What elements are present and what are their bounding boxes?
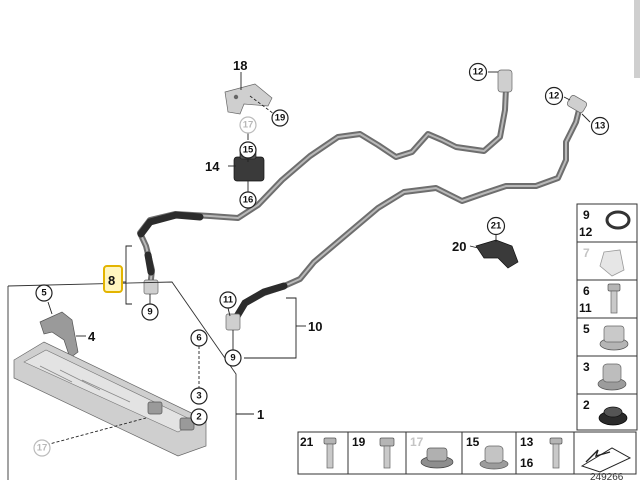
side-table-row5-label1: 3 xyxy=(583,360,590,374)
oil-cooler xyxy=(13,341,207,457)
bushing-icon-15 xyxy=(479,445,509,470)
callout-9-lower: 9 xyxy=(230,353,235,364)
callout-18: 18 xyxy=(233,58,247,73)
doc-number: 249266 xyxy=(590,472,624,480)
callout-12-upper: 12 xyxy=(473,67,484,78)
callout-6: 6 xyxy=(196,333,201,344)
callout-16: 16 xyxy=(243,195,254,206)
o-ring-icon xyxy=(605,210,631,230)
oil-cooler-frame xyxy=(7,281,237,480)
side-table-row2-label1: 7 xyxy=(583,246,590,260)
callout-13: 13 xyxy=(595,121,606,132)
bolt-icon-13 xyxy=(549,437,563,469)
clip-20 xyxy=(475,239,519,269)
bottom-table-cell3-label: 17 xyxy=(410,435,424,449)
bolt-icon xyxy=(607,283,621,314)
callout-8: 8 xyxy=(108,273,115,288)
hose-clamp-icon xyxy=(599,249,625,277)
highlight-box-8 xyxy=(103,265,123,293)
bracket-18 xyxy=(224,83,273,115)
hex-bolt-icon xyxy=(379,437,395,469)
callout-14: 14 xyxy=(205,159,220,174)
callout-5: 5 xyxy=(41,288,47,299)
callout-17-lower: 17 xyxy=(37,443,48,454)
callout-11: 11 xyxy=(223,295,234,306)
bottom-table-cell4-label: 15 xyxy=(466,435,480,449)
callout-2: 2 xyxy=(196,412,201,423)
callout-20: 20 xyxy=(452,239,466,254)
callout-12-right: 12 xyxy=(549,91,560,102)
side-parts-table: 9 12 7 6 11 5 3 2 xyxy=(576,203,638,431)
callout-19: 19 xyxy=(275,113,286,124)
flange-nut-icon xyxy=(420,447,454,469)
callout-1: 1 xyxy=(257,407,264,422)
side-table-row1-label2: 12 xyxy=(579,225,593,239)
leader-lines xyxy=(47,71,591,415)
callout-3: 3 xyxy=(196,391,201,402)
callout-4: 4 xyxy=(88,329,96,344)
bottom-table-cell1-label: 21 xyxy=(300,435,314,449)
bottom-parts-table: 21 19 17 15 13 16 xyxy=(297,431,637,475)
side-table-row1-label1: 9 xyxy=(583,208,590,222)
bottom-table-cell2-label: 19 xyxy=(352,435,366,449)
bottom-table-cell5-label1: 13 xyxy=(520,435,534,449)
callout-17-upper: 17 xyxy=(243,120,254,131)
callout-21: 21 xyxy=(491,221,502,232)
spacer-arrow-icon xyxy=(580,447,632,473)
callout-10: 10 xyxy=(308,319,322,334)
side-table-row3-label2: 11 xyxy=(579,301,592,315)
side-table-row4-label1: 5 xyxy=(583,322,590,336)
bottom-table-cell5-label2: 16 xyxy=(520,456,534,470)
oil-cooler-lines xyxy=(137,85,583,325)
callouts: 18 19 17 15 14 16 12 12 13 21 20 8 9 11 … xyxy=(33,58,610,457)
callout-9-upper: 9 xyxy=(147,307,152,318)
side-table-row3-label1: 6 xyxy=(583,284,590,298)
bolt-icon-21 xyxy=(323,437,337,469)
nut-icon xyxy=(599,325,629,351)
nut-with-washer-icon xyxy=(598,406,628,426)
scrollbar-thumb[interactable] xyxy=(634,0,640,78)
bushing-icon xyxy=(597,363,627,391)
side-table-row6-label1: 2 xyxy=(583,398,590,412)
callout-15: 15 xyxy=(243,145,254,156)
hose-fittings xyxy=(143,69,588,331)
